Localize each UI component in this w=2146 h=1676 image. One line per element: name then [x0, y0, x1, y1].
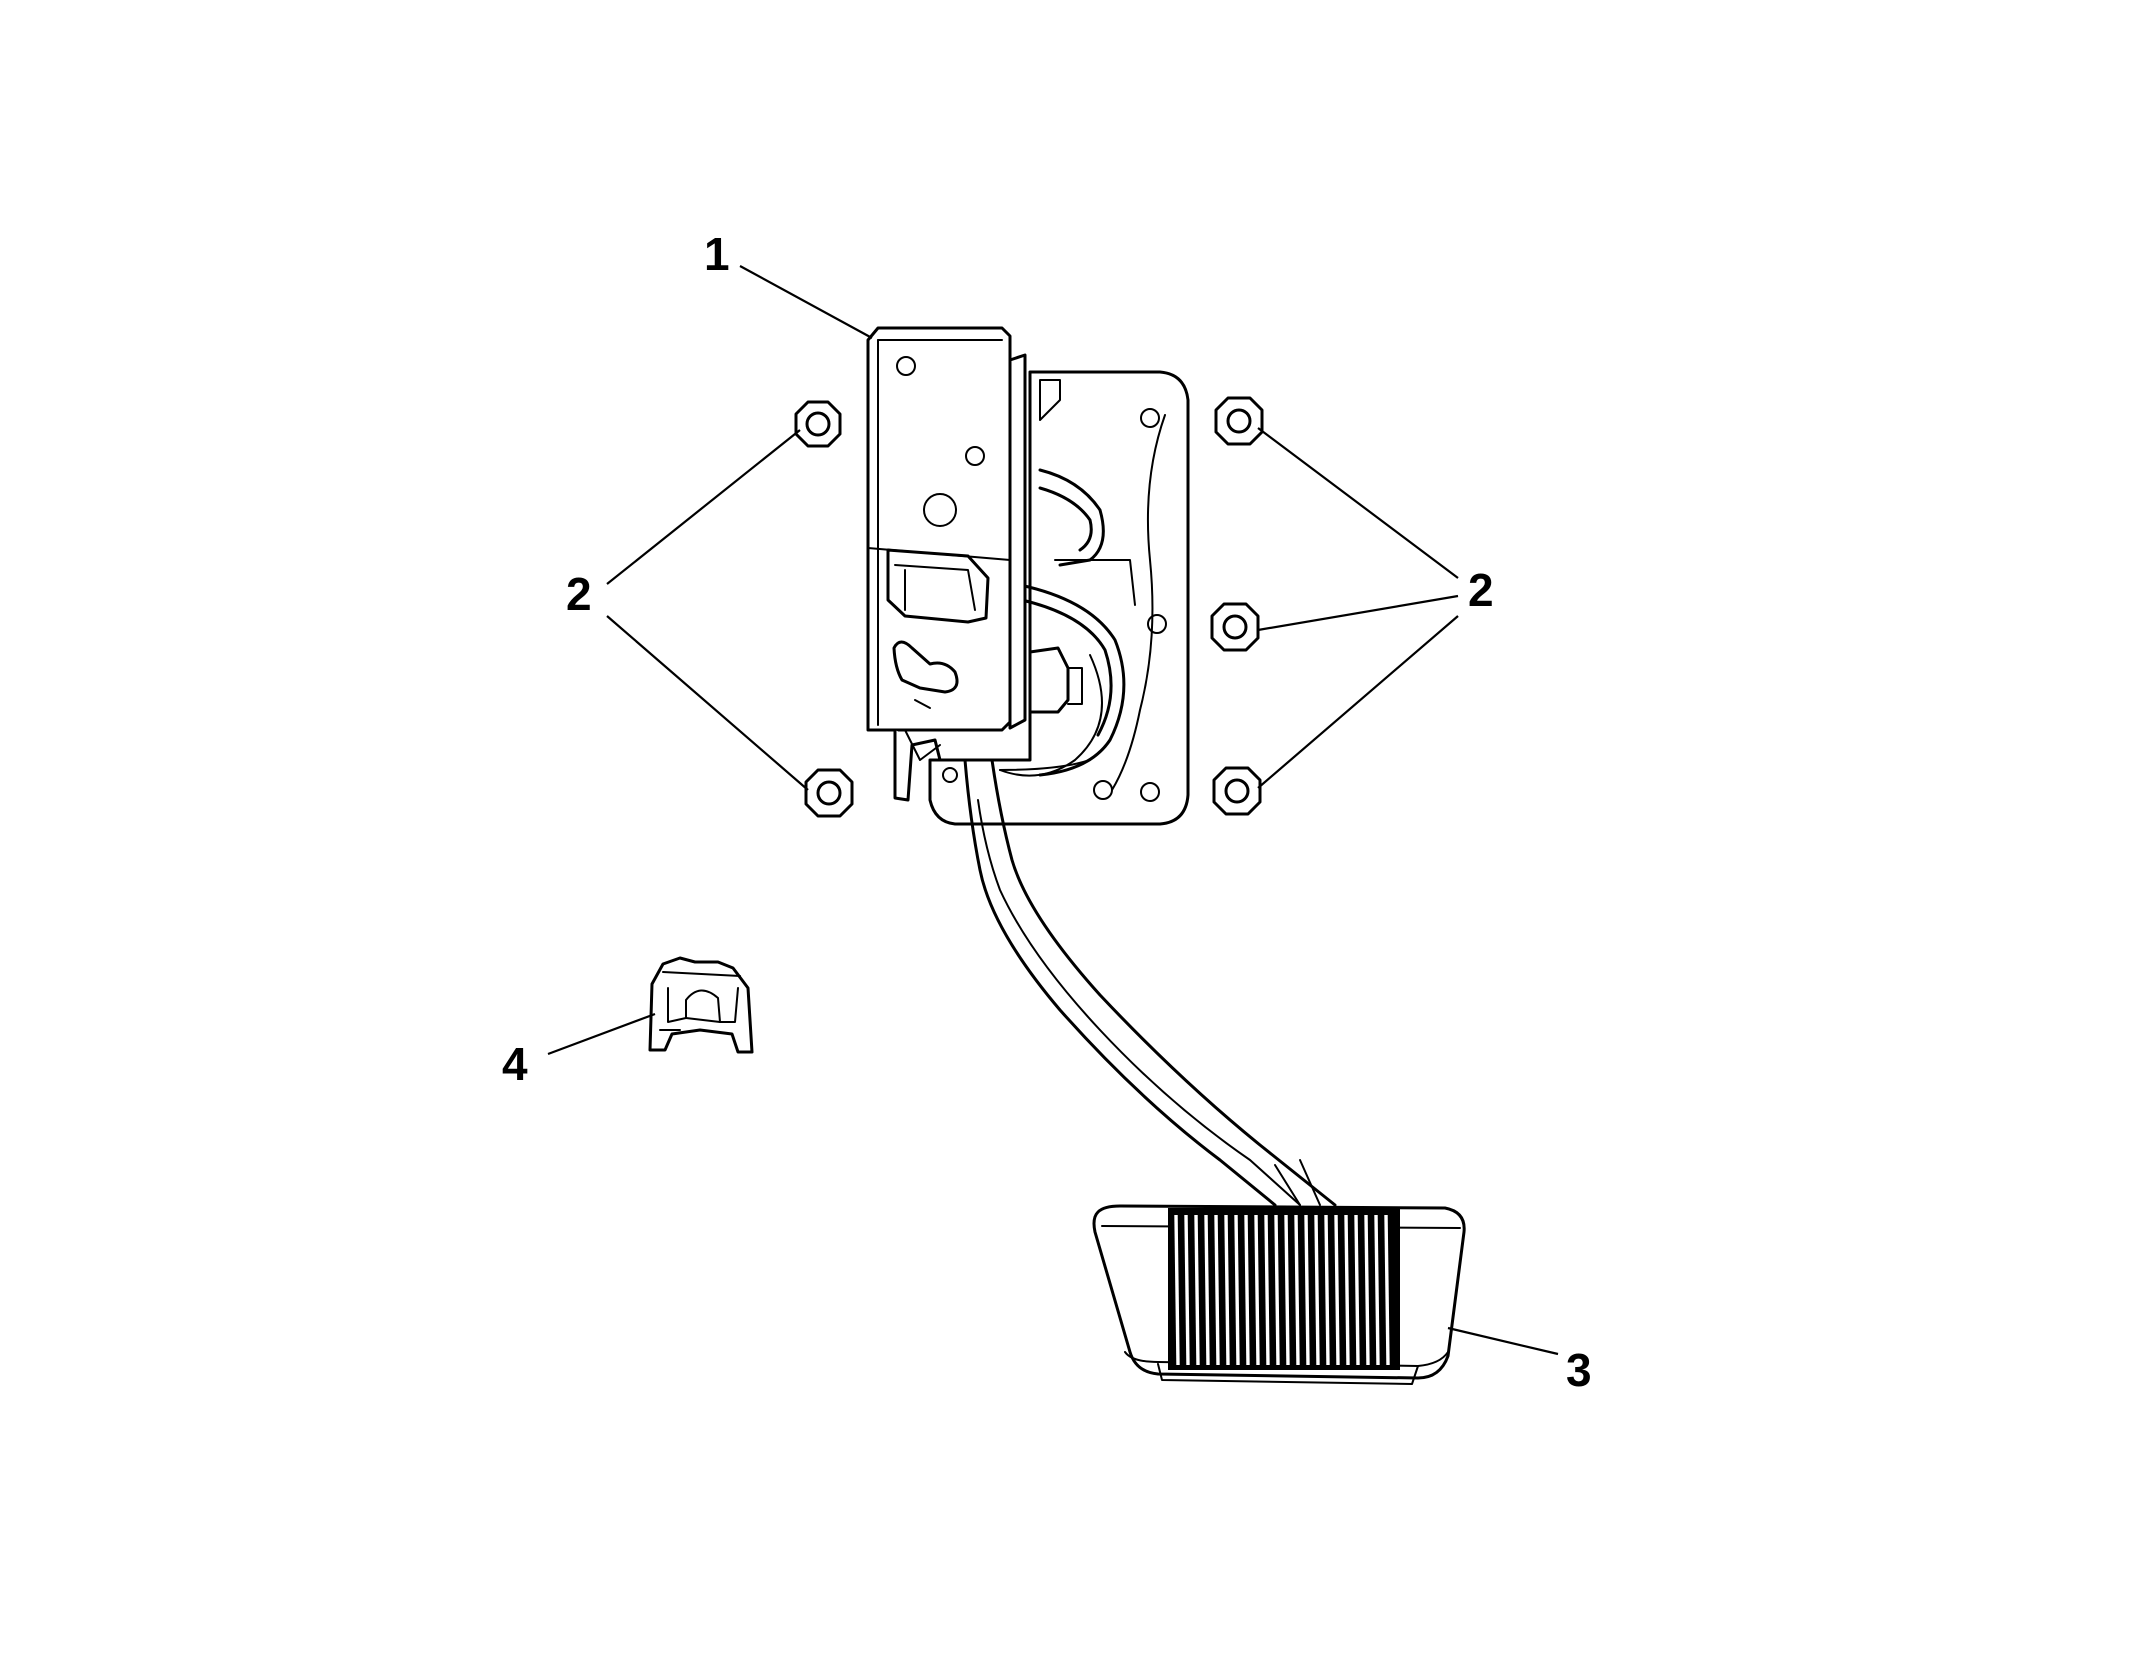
leader-2-lower-left — [606, 615, 809, 791]
nut-lower-left — [804, 768, 854, 818]
nut-upper-right — [1214, 396, 1264, 446]
pedal-pad — [1092, 1204, 1466, 1385]
callout-4: 4 — [502, 1038, 528, 1090]
leader-2-upper-right — [1257, 427, 1459, 579]
callout-1: 1 — [704, 228, 730, 280]
leader-1 — [739, 265, 873, 339]
retainer-clip — [648, 956, 754, 1054]
nut-middle-right — [1210, 602, 1260, 652]
callout-3: 3 — [1566, 1344, 1592, 1396]
pedal-arm — [963, 758, 1337, 1207]
mounting-plate — [928, 370, 1190, 826]
nut-lower-right — [1212, 766, 1262, 816]
leader-2-middle-right — [1257, 594, 1459, 632]
leader-4 — [547, 1012, 656, 1056]
switch-housing — [866, 326, 1083, 802]
leader-2-lower-right — [1257, 615, 1459, 789]
callout-2-left: 2 — [566, 568, 592, 620]
nut-upper-left — [794, 400, 842, 448]
leader-2-upper-left — [606, 429, 801, 585]
callout-2-right: 2 — [1468, 564, 1494, 616]
leader-3 — [1447, 1326, 1559, 1356]
callouts: 1 2 2 3 4 — [502, 228, 1592, 1396]
pedal-pad-ribs — [1168, 1208, 1400, 1370]
leader-lines — [547, 265, 1559, 1356]
